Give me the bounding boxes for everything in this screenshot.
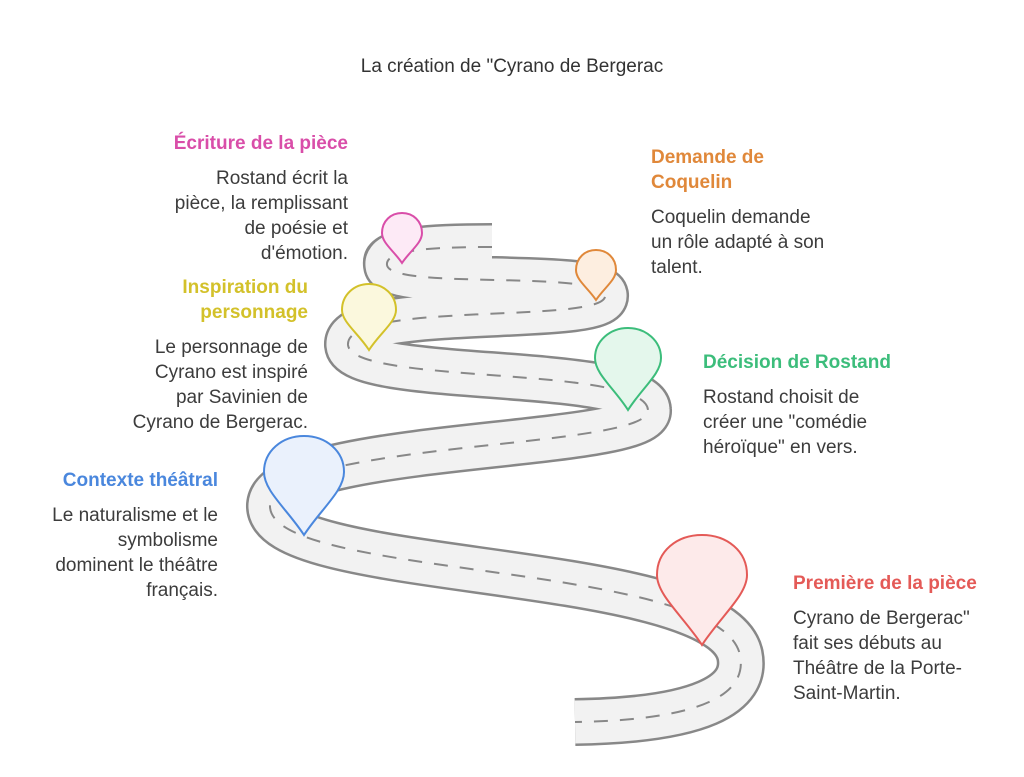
desc-line: Le personnage de — [154, 337, 308, 358]
desc-line: Rostand écrit la — [215, 168, 348, 189]
desc-line: Rostand choisit de — [703, 387, 860, 408]
milestone-description: Cyrano de Bergerac" fait ses débuts au T… — [793, 606, 1008, 706]
desc-line: fait ses débuts au — [793, 633, 942, 654]
desc-line: dominent le théâtre — [55, 555, 218, 576]
desc-line: pièce, la remplissant — [174, 193, 348, 214]
milestone-description: Rostand écrit la pièce, la remplissant d… — [130, 166, 348, 266]
desc-line: Le naturalisme et le — [52, 505, 218, 526]
milestone-description: Rostand choisit de créer une "comédie hé… — [703, 385, 923, 460]
desc-line: Coquelin demande — [651, 207, 811, 228]
milestone-heading: Demande de Coquelin — [651, 145, 851, 195]
desc-line: par Savinien de — [175, 387, 308, 408]
map-pin-icon — [262, 434, 346, 537]
map-pin-icon — [380, 211, 424, 265]
milestone-description: Le personnage de Cyrano est inspiré par … — [100, 335, 308, 435]
desc-line: un rôle adapté à son — [651, 232, 825, 253]
pin-demande — [574, 248, 618, 302]
milestone-demande: Demande de Coquelin Coquelin demande un … — [651, 145, 851, 280]
milestone-decision: Décision de Rostand Rostand choisit de c… — [703, 350, 923, 460]
desc-line: talent. — [651, 257, 703, 278]
desc-line: créer une "comédie — [703, 412, 868, 433]
desc-line: symbolisme — [117, 530, 218, 551]
desc-line: Cyrano est inspiré — [154, 362, 308, 383]
pin-decision — [593, 326, 663, 412]
milestone-heading: Première de la pièce — [793, 573, 977, 594]
milestone-heading: Inspiration du personnage — [100, 275, 308, 325]
map-pin-icon — [593, 326, 663, 412]
milestone-heading: Contexte théâtral — [62, 470, 218, 491]
desc-line: Théâtre de la Porte- — [793, 658, 962, 679]
heading-line: Coquelin — [651, 172, 733, 193]
desc-line: d'émotion. — [260, 243, 348, 264]
heading-line: Demande de — [651, 147, 764, 168]
milestone-heading: Décision de Rostand — [703, 352, 891, 373]
milestone-ecriture: Écriture de la pièce Rostand écrit la pi… — [130, 131, 348, 266]
map-pin-icon — [655, 533, 749, 647]
pin-inspiration — [340, 282, 398, 352]
desc-line: Cyrano de Bergerac. — [132, 412, 308, 433]
milestone-description: Coquelin demande un rôle adapté à son ta… — [651, 205, 851, 280]
heading-line: personnage — [200, 302, 308, 323]
milestone-contexte: Contexte théâtral Le naturalisme et le s… — [20, 468, 218, 603]
desc-line: Cyrano de Bergerac" — [793, 608, 970, 629]
milestone-inspiration: Inspiration du personnage Le personnage … — [100, 275, 308, 435]
pin-premiere — [655, 533, 749, 647]
milestone-description: Le naturalisme et le symbolisme dominent… — [20, 503, 218, 603]
milestone-heading: Écriture de la pièce — [173, 133, 348, 154]
milestone-premiere: Première de la pièce Cyrano de Bergerac"… — [793, 571, 1008, 706]
pin-ecriture — [380, 211, 424, 265]
desc-line: de poésie et — [244, 218, 348, 239]
map-pin-icon — [574, 248, 618, 302]
pin-contexte — [262, 434, 346, 537]
page-title: La création de "Cyrano de Bergerac — [360, 56, 664, 77]
desc-line: Saint-Martin. — [793, 683, 901, 704]
road-center-line — [268, 246, 742, 723]
desc-line: français. — [146, 580, 218, 601]
map-pin-icon — [340, 282, 398, 352]
desc-line: héroïque" en vers. — [703, 437, 858, 458]
heading-line: Inspiration du — [182, 277, 308, 298]
